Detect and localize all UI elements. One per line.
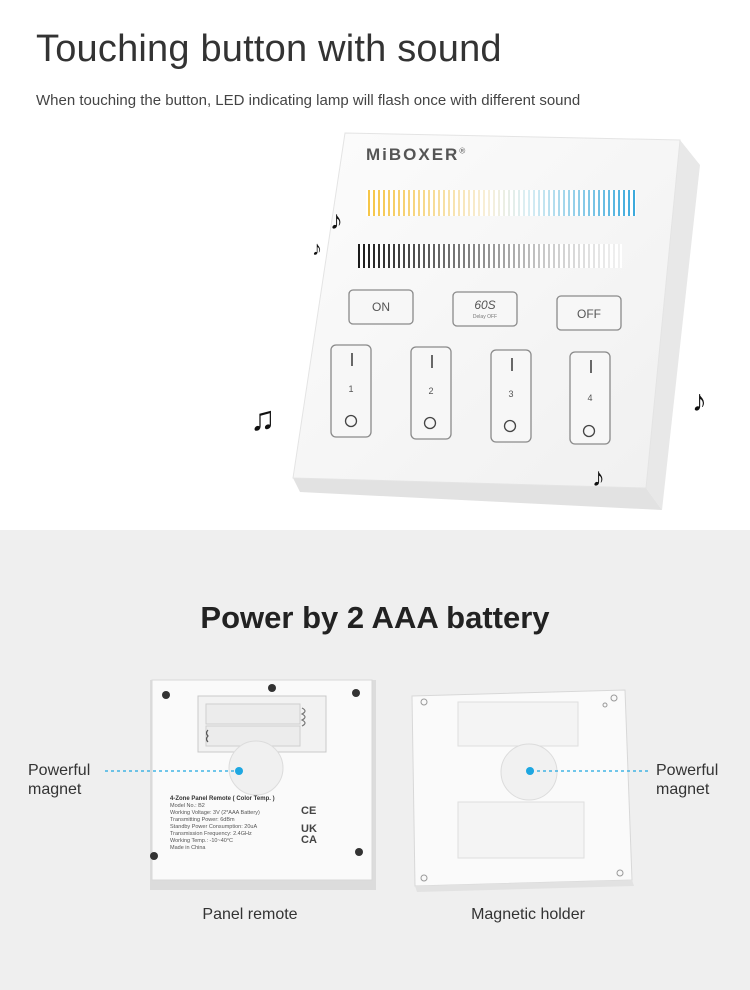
ce-mark: CE [301,805,317,817]
battery-illustration [105,679,648,892]
magnet-label-right: Powerful magnet [656,762,719,798]
battery-section: Power by 2 AAA battery [0,530,750,990]
touch-section: Touching button with sound When touching… [36,28,707,510]
section-title: Power by 2 AAA battery [200,600,550,635]
zone-button-4[interactable]: 4 [587,393,593,403]
panel-remote-back [150,679,376,890]
product-label: 4-Zone Panel Remote ( Color Temp. ) Mode… [170,796,275,851]
page-subtitle: When touching the button, LED indicating… [36,92,581,109]
panel-remote-front-illustration [292,132,700,510]
cct-slider-bar [366,190,636,216]
zone-button-1[interactable]: 1 [348,384,354,394]
delay-off-sublabel: Delay OFF [472,314,498,320]
brightness-slider-bar [358,244,622,268]
music-note-icon: ♪ [592,462,605,492]
music-note-icon: ♪ [692,385,707,418]
on-button[interactable]: ON [372,300,390,314]
delay-off-button[interactable]: 60S [474,298,496,312]
music-note-icon: ♪ [330,205,343,235]
magnet-dot-right [526,767,534,775]
off-button[interactable]: OFF [577,307,601,321]
ukca-mark: UK CA [301,823,317,846]
magnetic-holder-caption: Magnetic holder [471,906,585,923]
zone-button-2[interactable]: 2 [428,386,434,396]
zone-button-3[interactable]: 3 [508,389,514,399]
magnet-dot-left [235,767,243,775]
panel-remote-caption: Panel remote [202,906,298,923]
magnet-label-left: Powerful magnet [28,762,91,798]
page-title: Touching button with sound [36,28,502,70]
music-note-icon: ♪ [312,238,322,260]
magnetic-holder [411,689,634,892]
music-notes-icon: ♫ [250,400,276,438]
brand-logo: MiBOXER® [366,145,468,164]
